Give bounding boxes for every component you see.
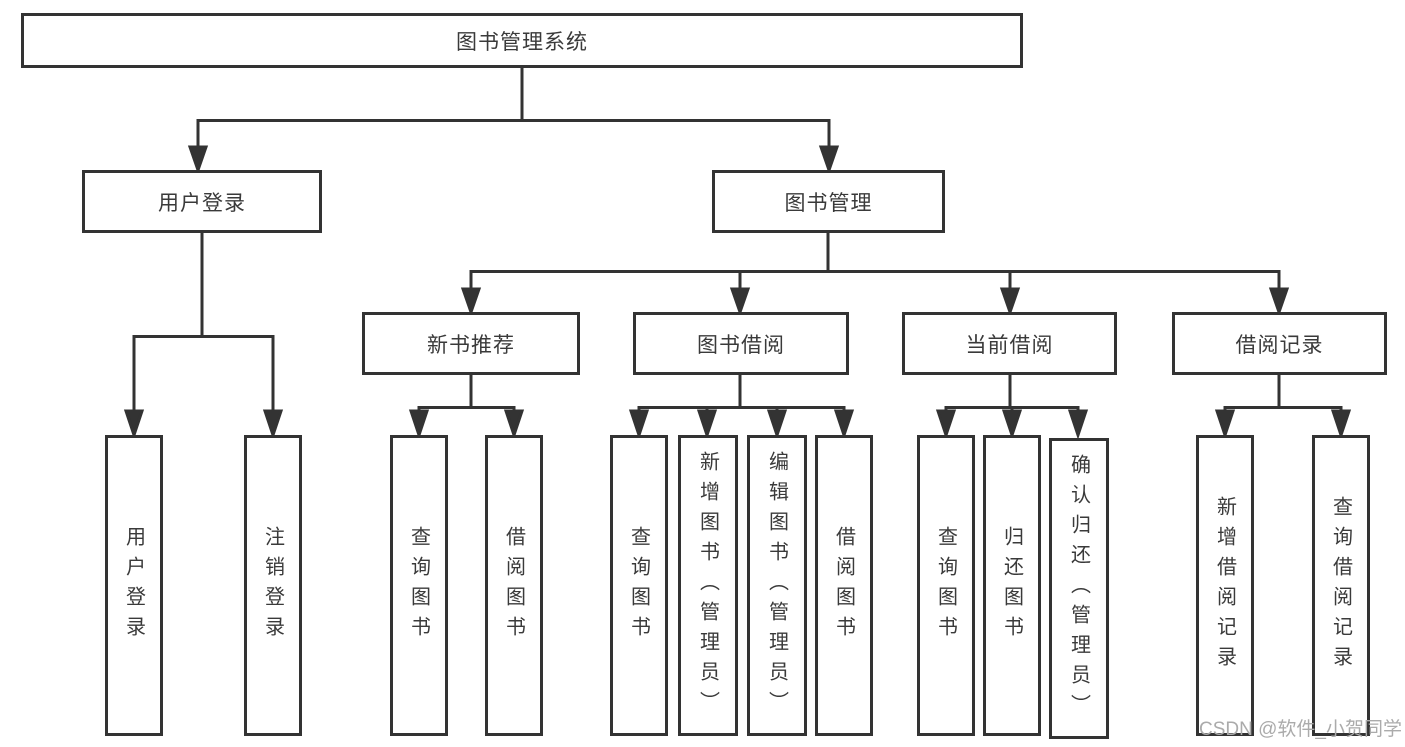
node-label: 当前借阅: [965, 333, 1054, 357]
arrowhead: [1268, 287, 1290, 317]
arrowhead: [696, 409, 718, 440]
arrowhead: [1001, 409, 1023, 440]
leaf-add-borrow-record: 新增借阅记录: [1196, 435, 1254, 736]
leaf-edit-books-admin: 编辑图书（管理员）: [747, 435, 807, 736]
leaf-confirm-return-admin: 确认归还（管理员）: [1049, 438, 1109, 739]
leaf-query-books-2: 查询图书: [610, 435, 668, 736]
arrowhead: [1067, 409, 1089, 440]
node-user-login: 用户登录: [82, 170, 322, 233]
arrowhead: [818, 145, 840, 175]
arrowhead: [766, 409, 788, 440]
leaf-label: 查询图书: [934, 525, 957, 646]
arrowhead: [729, 287, 751, 317]
arrowhead: [935, 409, 957, 440]
leaf-return-books: 归还图书: [983, 435, 1041, 736]
leaf-add-books-admin: 新增图书（管理员）: [678, 435, 738, 736]
connector-new-books: [417, 374, 516, 414]
leaf-label: 借阅图书: [832, 525, 855, 646]
node-current-borrowing: 当前借阅: [902, 312, 1117, 375]
connector-user-login: [132, 233, 275, 414]
leaf-label: 查询图书: [407, 525, 430, 646]
node-label: 新书推荐: [427, 333, 515, 357]
leaf-user-login: 用户登录: [105, 435, 163, 736]
connector-records: [1223, 374, 1343, 414]
leaf-label: 确认归还（管理员）: [1067, 453, 1090, 724]
arrowhead: [1214, 409, 1236, 440]
node-borrowing-records: 借阅记录: [1172, 312, 1387, 375]
leaf-label: 借阅图书: [502, 525, 525, 646]
connector-borrowing: [637, 374, 846, 414]
connector-root: [196, 68, 831, 150]
node-label: 图书借阅: [697, 333, 785, 357]
arrowhead: [1330, 409, 1352, 440]
arrowhead: [187, 145, 209, 175]
arrowhead: [833, 409, 855, 440]
node-label: 用户登录: [158, 191, 246, 215]
connector-current: [944, 374, 1080, 414]
leaf-label: 查询借阅记录: [1329, 495, 1352, 676]
leaf-label: 注销登录: [261, 525, 284, 646]
leaf-label: 新增图书（管理员）: [696, 450, 719, 721]
node-new-book-recommend: 新书推荐: [362, 312, 580, 375]
connector-book-management: [469, 233, 1281, 292]
arrowhead: [460, 287, 482, 317]
node-book-management: 图书管理: [712, 170, 945, 233]
leaf-label: 查询图书: [627, 525, 650, 646]
arrowhead: [262, 409, 284, 440]
node-book-borrowing: 图书借阅: [633, 312, 849, 375]
arrowhead: [999, 287, 1021, 317]
leaf-query-books-1: 查询图书: [390, 435, 448, 736]
arrowhead: [503, 409, 525, 440]
leaf-logout: 注销登录: [244, 435, 302, 736]
node-root: 图书管理系统: [21, 13, 1023, 68]
watermark: CSDN @软件_小贺同学: [1199, 719, 1402, 740]
node-label: 借阅记录: [1235, 333, 1324, 357]
leaf-label: 新增借阅记录: [1213, 495, 1236, 676]
leaf-borrow-books-2: 借阅图书: [815, 435, 873, 736]
leaf-query-books-3: 查询图书: [917, 435, 975, 736]
leaf-borrow-books-1: 借阅图书: [485, 435, 543, 736]
arrowhead: [408, 409, 430, 440]
arrowhead: [123, 409, 145, 440]
node-label: 图书管理: [784, 191, 873, 215]
leaf-label: 用户登录: [122, 525, 145, 646]
leaf-query-borrow-record: 查询借阅记录: [1312, 435, 1370, 736]
leaf-label: 归还图书: [1000, 525, 1023, 646]
leaf-label: 编辑图书（管理员）: [765, 450, 788, 721]
arrowhead: [628, 409, 650, 440]
node-root-label: 图书管理系统: [456, 30, 588, 54]
